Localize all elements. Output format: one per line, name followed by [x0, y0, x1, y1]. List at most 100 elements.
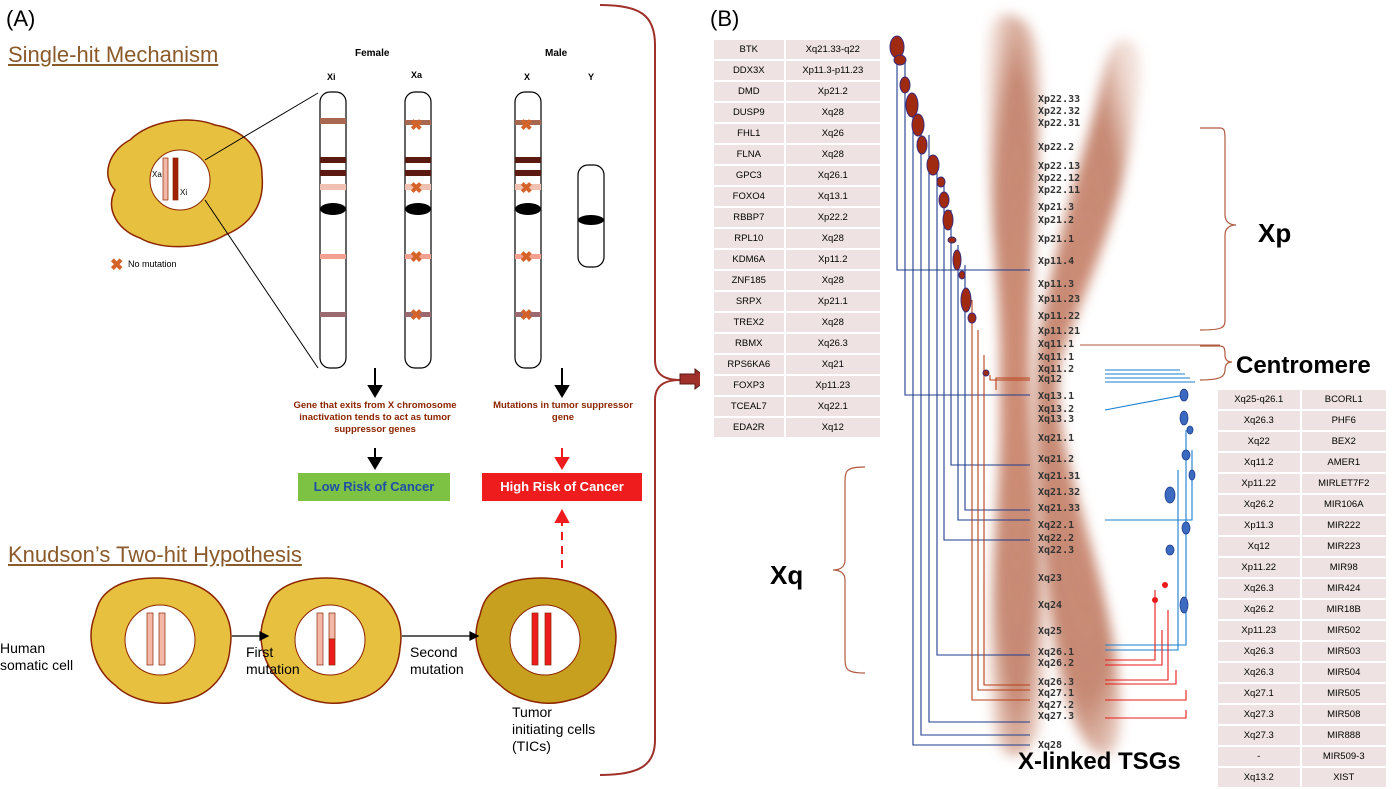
gene-location: - — [1218, 747, 1300, 766]
band-label: Xq13.3 — [1038, 414, 1075, 425]
gene-name: TREX2 — [714, 313, 784, 332]
x-chromosome-shape — [986, 14, 1140, 756]
band-label: Xq11.2 — [1038, 364, 1075, 375]
two-hit-title: Knudson’s Two-hit Hypothesis — [8, 542, 302, 567]
gene-location: Xq26.3 — [1218, 579, 1300, 598]
gene-name: TCEAL7 — [714, 397, 784, 416]
gene-location: Xq22.1 — [785, 397, 880, 416]
gene-location: Xp11.3 — [1218, 516, 1300, 535]
band-label: Xq27.2 — [1038, 700, 1075, 711]
band-label: Xq12 — [1038, 374, 1063, 385]
band-label: Xq25 — [1038, 626, 1063, 637]
panel-arrow — [679, 367, 700, 391]
female-description: Gene that exits from X chromosome inacti… — [293, 400, 457, 435]
chromosome-female-xi — [319, 91, 347, 369]
cell-xi-label: Xi — [180, 188, 188, 197]
right-gene-row: -MIR509-3 — [1218, 747, 1386, 766]
xq-label: Xq — [770, 560, 804, 590]
band-label: Xp11.22 — [1038, 311, 1081, 322]
gene-location: Xq28 — [785, 145, 880, 164]
gene-name: MIR18B — [1301, 600, 1386, 619]
gene-name: FLNA — [714, 145, 784, 164]
gene-name: MIR888 — [1301, 726, 1386, 745]
band-label: Xp22.33 — [1038, 94, 1081, 105]
footer-title: X-linked TSGs — [1018, 748, 1181, 775]
gene-name: BEX2 — [1301, 432, 1386, 451]
band-label: Xq22.1 — [1038, 520, 1075, 531]
band-label: Xp22.31 — [1038, 118, 1081, 129]
gene-name: FHL1 — [714, 124, 784, 143]
tics-label: Tumor initiating cells (TICs) — [512, 704, 596, 754]
gene-location: Xq25-q26.1 — [1218, 390, 1300, 409]
gene-location: Xp21.1 — [785, 292, 880, 311]
band-label: Xq11.1 — [1038, 352, 1075, 363]
svg-text:✖: ✖ — [410, 307, 423, 324]
x-label: X — [524, 72, 531, 82]
gene-name: MIR502 — [1301, 621, 1386, 640]
band-label: Xq24 — [1038, 600, 1063, 611]
band-label: Xq26.1 — [1038, 647, 1075, 658]
gene-name: DMD — [714, 82, 784, 101]
panel-b-graphics — [889, 14, 1220, 756]
panel-a-graphics: ✖ ✖ ✖ ✖ ✖ ✖ ✖ ✖ ✖ — [90, 4, 700, 776]
band-label: Xq23 — [1038, 573, 1063, 584]
gene-name: RBBP7 — [714, 208, 784, 227]
gene-location: Xp11.22 — [1218, 558, 1300, 577]
nucleus-single-hit — [149, 149, 211, 211]
gene-name: MIR424 — [1301, 579, 1386, 598]
panel-a-label: (A) — [6, 6, 36, 31]
gene-location: Xq21 — [785, 355, 880, 374]
cell-first-mutation — [260, 577, 402, 704]
band-label: Xp22.12 — [1038, 173, 1081, 184]
band-label: Xq28 — [1038, 740, 1063, 751]
band-label: Xq13.1 — [1038, 391, 1075, 402]
gene-location: Xp11.2 — [785, 250, 880, 269]
band-label: Xq27.1 — [1038, 688, 1075, 699]
left-connectors — [896, 45, 1030, 746]
female-label: Female — [355, 48, 390, 59]
legend-no-mutation: No mutation — [128, 259, 177, 269]
second-mutation-label: Second mutation — [410, 644, 464, 677]
band-label: Xq22.3 — [1038, 545, 1075, 556]
gene-location: Xq27.1 — [1218, 684, 1300, 703]
male-label: Male — [545, 48, 568, 59]
gene-name: MIR503 — [1301, 642, 1386, 661]
band-label: Xq26.2 — [1038, 658, 1075, 669]
gene-location: Xq12 — [1218, 537, 1300, 556]
gene-name: FOXO4 — [714, 187, 784, 206]
band-label: Xp22.13 — [1038, 161, 1081, 172]
gene-location: Xq13.1 — [785, 187, 880, 206]
band-label: Xp11.21 — [1038, 326, 1081, 337]
gene-location: Xq26.3 — [1218, 642, 1300, 661]
gene-location: Xq26.2 — [1218, 495, 1300, 514]
gene-location: Xp22.2 — [785, 208, 880, 227]
high-risk-box: High Risk of Cancer — [482, 473, 642, 501]
gene-name: SRPX — [714, 292, 784, 311]
band-label: Xp11.23 — [1038, 294, 1081, 305]
gene-name: DDX3X — [714, 61, 784, 80]
gene-name: GPC3 — [714, 166, 784, 185]
gene-name: MIR106A — [1301, 495, 1386, 514]
gene-name: BTK — [714, 40, 784, 59]
gene-location: Xp11.22 — [1218, 474, 1300, 493]
gene-name: DUSP9 — [714, 103, 784, 122]
gene-location: Xq22 — [1218, 432, 1300, 451]
centromere-label: Centromere — [1236, 352, 1371, 379]
panel-b-label: (B) — [710, 6, 740, 31]
